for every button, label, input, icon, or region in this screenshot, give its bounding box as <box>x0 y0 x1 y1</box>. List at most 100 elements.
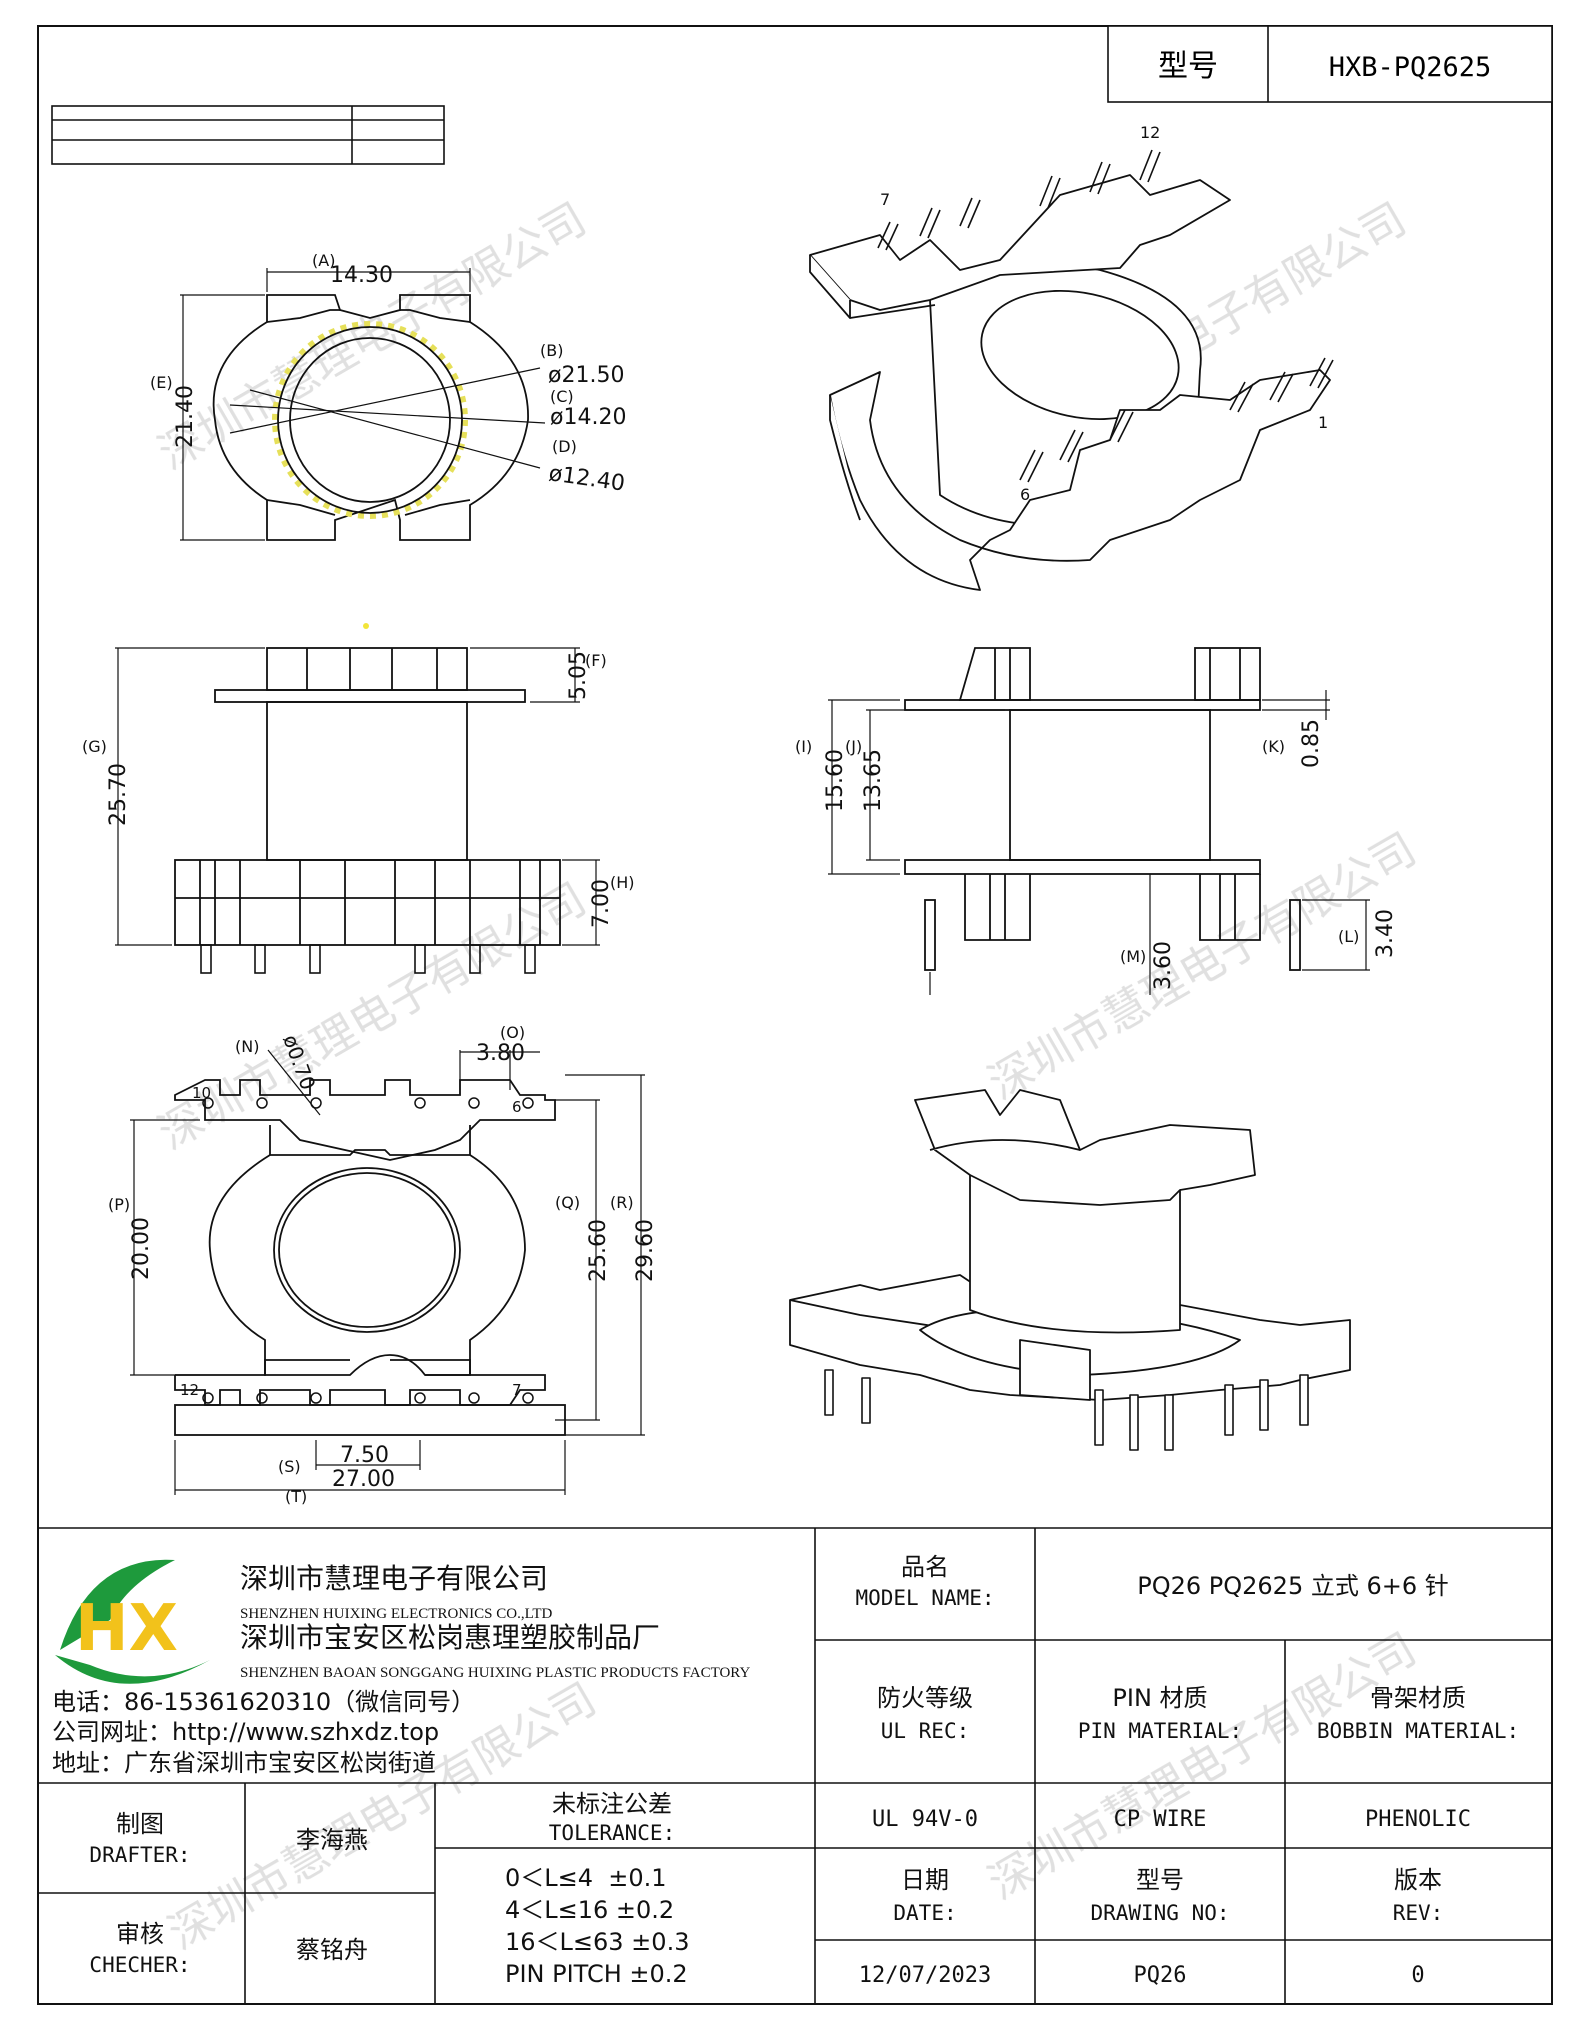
model-name-value: PQ26 PQ2625 立式 6+6 针 <box>1137 1572 1449 1600</box>
dim-c-letter: (C) <box>550 387 574 406</box>
factory-name-en: SHENZHEN BAOAN SONGGANG HUIXING PLASTIC … <box>240 1665 750 1681</box>
checker-cn: 审核 <box>116 1920 164 1948</box>
title-block-text: 品名 MODEL NAME: PQ26 PQ2625 立式 6+6 针 防火等级… <box>89 1553 1519 1988</box>
dim-i-letter: (I) <box>795 737 812 756</box>
bottom-flange-top <box>269 1125 471 1156</box>
bobbin-material-en: BOBBIN MATERIAL: <box>1317 1719 1519 1743</box>
dim-i-value: 15.60 <box>823 749 848 812</box>
bobbin-material-value: PHENOLIC <box>1365 1807 1471 1832</box>
dim-p-letter: (P) <box>108 1195 130 1214</box>
tolerance-list: 0＜L≤4 ±0.1 4＜L≤16 ±0.2 16＜L≤63 ±0.3 PIN … <box>505 1864 689 1988</box>
bottom-pin-7: 7 <box>512 1381 522 1399</box>
iso-pin-label-6: 6 <box>1020 485 1030 504</box>
dim-k-value: 0.85 <box>1299 719 1324 768</box>
side-base <box>904 859 1261 875</box>
logo-swoosh-bottom <box>55 1655 210 1684</box>
iso-top-pins-lower <box>1019 357 1334 483</box>
top-view-body-outline <box>212 294 529 541</box>
model-name-en: MODEL NAME: <box>855 1586 994 1610</box>
drawing-no-cn: 型号 <box>1136 1866 1184 1894</box>
company-info: 深圳市慧理电子有限公司 SHENZHEN HUIXING ELECTRONICS… <box>52 1562 750 1777</box>
tolerance-line-4: PIN PITCH ±0.2 <box>505 1960 688 1988</box>
rev-cn: 版本 <box>1394 1866 1442 1894</box>
front-view-dims: (F) 5.05 (G) 25.70 (H) 7.00 <box>82 651 635 928</box>
drawing-no-en: DRAWING NO: <box>1090 1901 1229 1925</box>
top-view-core-circle <box>277 326 463 514</box>
dim-g-letter: (G) <box>82 737 107 756</box>
dim-t-letter: (T) <box>285 1487 307 1506</box>
front-base <box>174 859 561 946</box>
header-type-label: 型号 <box>1158 49 1218 84</box>
dim-n-letter: (N) <box>235 1037 259 1056</box>
dim-r-letter: (R) <box>610 1193 634 1212</box>
top-view-notch-left <box>266 309 340 323</box>
rev-en: REV: <box>1393 1901 1444 1925</box>
logo-swoosh-top <box>60 1559 175 1650</box>
pin-material-en: PIN MATERIAL: <box>1078 1719 1242 1743</box>
top-side-strip <box>51 105 445 165</box>
header-model-box: 型号 HXB-PQ2625 <box>1107 25 1553 103</box>
factory-name-cn: 深圳市宝安区松岗惠理塑胶制品厂 <box>240 1621 660 1654</box>
header-type-value: HXB-PQ2625 <box>1329 52 1492 83</box>
bottom-view-dims: (N) ø0.70 (O) 3.80 (P) 20.00 (Q) 25.60 (… <box>108 1023 658 1506</box>
ul-rec-cn: 防火等级 <box>877 1684 973 1712</box>
date-cn: 日期 <box>901 1866 949 1894</box>
model-name-cn: 品名 <box>901 1553 949 1581</box>
dim-d-letter: (D) <box>552 437 577 456</box>
tolerance-line-1: 0＜L≤4 ±0.1 <box>505 1864 667 1892</box>
iso-top-hole <box>980 289 1180 421</box>
side-view-dims: (I) 15.60 (J) 13.65 (K) 0.85 (L) 3.40 (M… <box>795 719 1398 990</box>
drawing-frame <box>37 25 1553 2005</box>
side-pin-right <box>1289 899 1301 971</box>
bottom-view <box>130 1049 645 1495</box>
iso-view-top <box>809 149 1334 591</box>
bottom-pin-10: 10 <box>192 1084 211 1102</box>
dim-b-value: ø21.50 <box>548 363 624 388</box>
dim-r-value: 29.60 <box>633 1219 658 1282</box>
company-website: 公司网址：http://www.szhxdz.top <box>52 1718 439 1746</box>
ul-rec-value: UL 94V-0 <box>872 1807 978 1832</box>
dim-m-value: 3.60 <box>1151 941 1176 990</box>
checker-en: CHECHER: <box>89 1953 190 1977</box>
tolerance-cn: 未标注公差 <box>552 1790 672 1818</box>
dim-j-value: 13.65 <box>861 749 886 812</box>
dim-j-letter: (J) <box>845 737 862 756</box>
dim-s-value: 7.50 <box>340 1443 389 1468</box>
dim-o-value: 3.80 <box>476 1041 525 1066</box>
top-view-flange-circle <box>272 321 468 519</box>
iso-pin-label-1: 1 <box>1318 413 1328 432</box>
pin-material-value: CP WIRE <box>1114 1807 1207 1832</box>
dim-c-value: ø14.20 <box>550 405 626 430</box>
drafter-cn: 制图 <box>116 1810 164 1838</box>
bobbin-material-cn: 骨架材质 <box>1370 1684 1466 1712</box>
iso-top-lower-flange <box>829 369 1331 591</box>
tolerance-en: TOLERANCE: <box>549 1821 675 1845</box>
bottom-body <box>208 1154 526 1376</box>
dim-b-letter: (B) <box>540 341 563 360</box>
side-view <box>828 647 1370 995</box>
bottom-pin-holes <box>202 1097 534 1404</box>
dim-a-value: 14.30 <box>330 263 393 288</box>
dim-f-letter: (F) <box>585 651 607 670</box>
drafter-value: 李海燕 <box>296 1826 368 1854</box>
date-en: DATE: <box>893 1901 956 1925</box>
front-pins <box>200 944 536 974</box>
company-logo: HX <box>55 1559 210 1684</box>
iso-top-labels: 12 7 1 6 <box>880 123 1328 504</box>
dim-p-value: 20.00 <box>129 1217 154 1280</box>
rev-value: 0 <box>1411 1963 1424 1988</box>
company-name-en: SHENZHEN HUIXING ELECTRONICS CO.,LTD <box>240 1606 553 1622</box>
dim-h-value: 7.00 <box>589 879 614 928</box>
dim-l-value: 3.40 <box>1373 909 1398 958</box>
date-value: 12/07/2023 <box>859 1963 991 1988</box>
dim-k-letter: (K) <box>1262 737 1285 756</box>
company-name-cn: 深圳市慧理电子有限公司 <box>240 1562 548 1595</box>
dim-l-letter: (L) <box>1338 927 1359 946</box>
pin-material-cn: PIN 材质 <box>1112 1684 1207 1712</box>
front-view <box>115 647 600 974</box>
checker-value: 蔡铭舟 <box>296 1936 368 1964</box>
dim-s-letter: (S) <box>278 1457 301 1476</box>
dim-e-value: 21.40 <box>173 385 198 448</box>
dim-q-letter: (Q) <box>555 1193 580 1212</box>
dim-t-value: 27.00 <box>332 1467 395 1492</box>
